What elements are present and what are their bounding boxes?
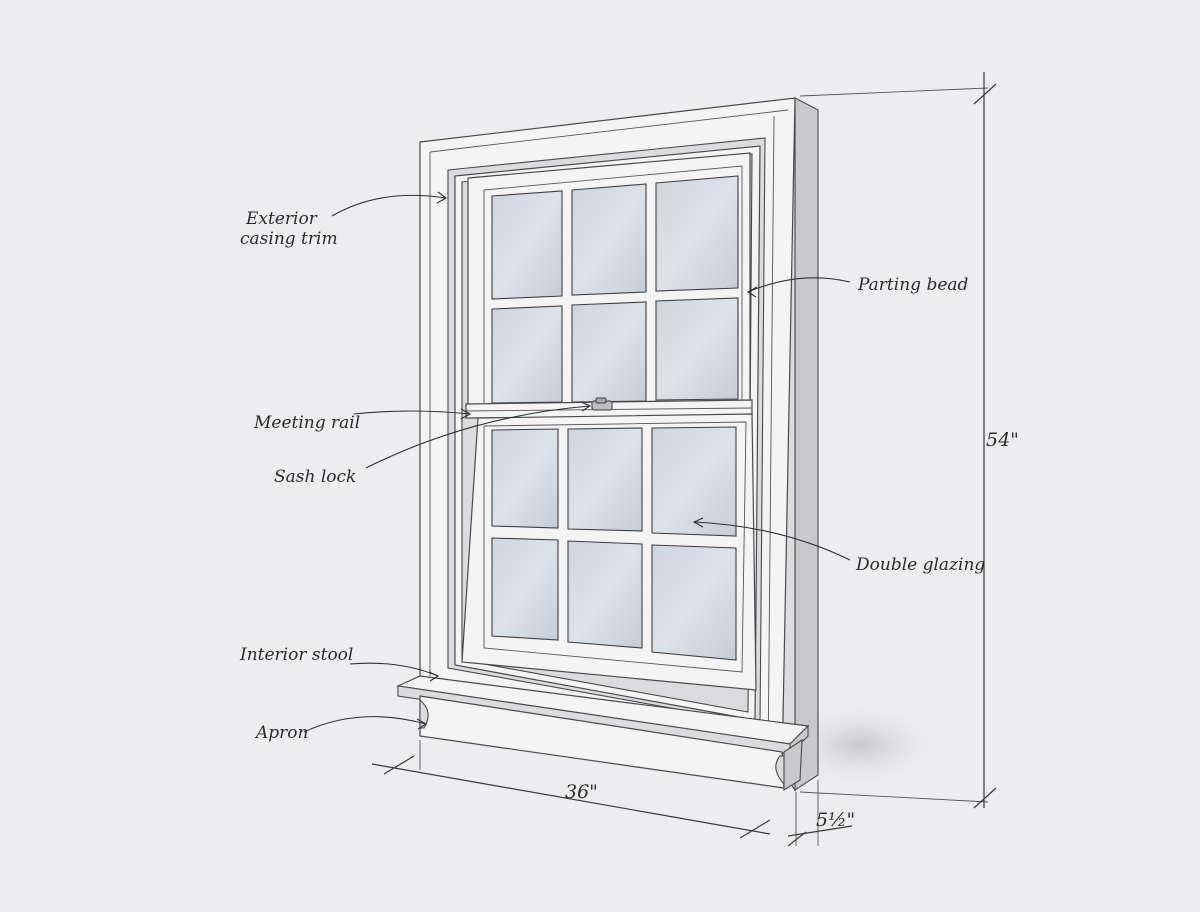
apron-label: Apron bbox=[254, 723, 308, 743]
dimension-width: 36" bbox=[371, 740, 771, 839]
dimension-height: 54" bbox=[799, 72, 1019, 809]
glass-pane bbox=[567, 540, 643, 649]
exterior-casing-label-line2: casing trim bbox=[240, 229, 338, 249]
glass-pane bbox=[655, 297, 739, 401]
lower-sash bbox=[461, 413, 757, 691]
callout-parting-bead: Parting bead bbox=[746, 275, 969, 298]
glass-pane bbox=[651, 426, 737, 537]
callout-interior-stool: Interior stool bbox=[239, 645, 440, 682]
glass-pane bbox=[491, 190, 563, 300]
callout-meeting-rail: Meeting rail bbox=[253, 408, 472, 433]
glass-pane bbox=[567, 427, 643, 532]
glass-pane bbox=[651, 544, 737, 661]
callout-exterior-casing: Exterior casing trim bbox=[240, 191, 448, 249]
sash-lock-label: Sash lock bbox=[274, 467, 356, 487]
upper-sash bbox=[467, 152, 751, 417]
glass-pane bbox=[571, 301, 647, 403]
depth-dimension-label: 5½" bbox=[816, 809, 855, 831]
height-dimension-label: 54" bbox=[986, 429, 1019, 451]
glass-pane bbox=[655, 175, 739, 292]
interior-stool-label: Interior stool bbox=[239, 645, 353, 665]
double-glazing-label: Double glazing bbox=[855, 555, 985, 575]
glass-pane bbox=[491, 305, 563, 404]
exterior-casing-label-line1: Exterior bbox=[245, 209, 318, 229]
parting-bead-label: Parting bead bbox=[857, 275, 969, 295]
meeting-rail-label: Meeting rail bbox=[253, 413, 360, 433]
width-dimension-label: 36" bbox=[565, 781, 598, 803]
dimension-depth: 5½" bbox=[787, 780, 855, 847]
callout-apron: Apron bbox=[254, 716, 428, 743]
window-unit bbox=[395, 96, 819, 792]
glass-pane bbox=[491, 428, 559, 529]
casing-side-depth bbox=[794, 97, 819, 792]
glass-pane bbox=[571, 183, 647, 296]
interior-stool bbox=[395, 675, 810, 756]
callout-double-glazing: Double glazing bbox=[692, 517, 985, 575]
sash-lock bbox=[591, 397, 613, 411]
glass-pane bbox=[491, 537, 559, 641]
callout-sash-lock: Sash lock bbox=[274, 401, 592, 487]
